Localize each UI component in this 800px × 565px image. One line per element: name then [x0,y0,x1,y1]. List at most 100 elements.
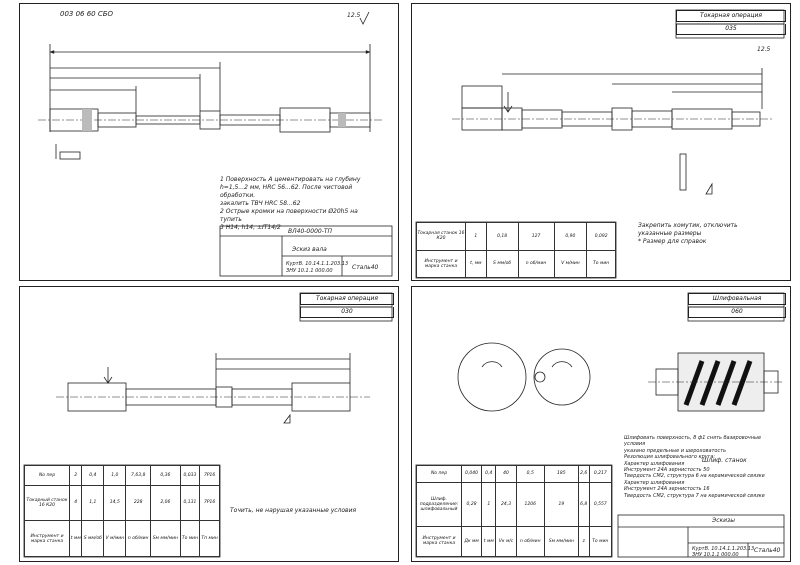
table-cell: То мин [588,525,613,558]
doc-code: КуртВ. 10.14.1.1.203.13 [286,261,349,267]
operation-note: Точить, не нарушая указанные условия [230,507,357,514]
table-cell: t мм [481,525,497,558]
note-line: 1 Поверхность А цементировать на глубину [220,176,361,183]
table-cell: Токарная станок 16 К20 [416,222,466,251]
table-cell: 7Р16 [199,484,220,522]
sheet-shaft-sketch: 003 06 60 СБО 12.5 1 Поверхность А цемен… [19,3,399,281]
table-cell: То мин [586,249,616,278]
table-row: Инструмент и марка станка Дк мм t мм Vк … [416,525,613,558]
material-label: Сталь40 [754,547,781,554]
note-line: указанные размеры [638,230,702,237]
table-row: Инструмент и марка станка t мм S мм/об V… [24,520,220,557]
note-line: закалить ТВЧ HRC 58...62 [220,200,301,207]
operation-number: 060 [688,307,786,318]
note-line: Шлифовать поверхность, 8 ф1 снять базиро… [624,435,762,441]
table-cell: 6,8 [577,481,590,527]
doc-code-2: ЗНУ 10.1.1 000.00 [286,268,333,274]
table-cell: S мм/об [485,249,519,278]
table-cell: Шлиф. подразделение: шлифовальный [416,481,462,527]
table-cell: 7Р16 [199,465,220,486]
table-cell: 1 [465,222,487,251]
material-label: Сталь40 [352,264,379,271]
table-cell: 0,033 [179,465,201,486]
table-cell: Nо пер [24,465,70,486]
table-cell: 14,5 [103,484,127,522]
note-line: * Размер для справок [638,238,707,245]
table-cell: n об/мин [517,249,555,278]
table-row: Инструмент и марка станка t, мм S мм/об … [416,249,616,278]
drawing-title: Эскиз вала [292,246,327,253]
roughness-label: 12.5 [757,46,771,53]
table-cell: 24,3 [495,481,517,527]
table-cell: 0,040 [460,465,483,483]
table-cell: 4 [68,484,83,522]
operation-number: 035 [676,24,786,35]
doc-code-2: ЗНУ 10.1.1 000.00 [692,552,739,558]
table-cell: Vк м/с [495,525,517,558]
table-row: Nо пер 2 0,4 1,0 7,63,8 0,36 0,033 7Р16 [24,465,220,486]
table-cell: 2,6 [577,465,590,483]
table-cell: 185 [543,465,579,483]
table-cell: 1,0 [103,465,127,486]
table-cell: 2 [68,465,83,486]
grinding-parameters-table: Nо пер 0,040 0,4 40 0,5 185 2,6 0,217 Шл… [416,465,613,558]
note-line: 3 H14, h14, ±IT14/2 [220,224,281,231]
table-cell: 0,557 [588,481,613,527]
table-cell: 19 [543,481,579,527]
table-cell: 0,28 [460,481,483,527]
table-cell: Sм мм/мин [543,525,579,558]
table-cell: Nо пер [416,465,462,483]
table-cell: Инструмент и марка станка [24,520,70,557]
table-cell: 0,36 [149,465,181,486]
note-line: условия [624,441,646,448]
operation-number: 030 [300,307,394,318]
note-line: Характер шлифования [624,460,685,467]
table-cell: z [577,525,590,558]
note-line: Резолюция шлифовального круга: [624,454,716,461]
note-line: Инструмент 24А зернистость 50 [624,467,710,474]
note-line: Инструмент 24А зернистость 16 [624,486,710,493]
cutting-parameters-table: Токарная станок 16 К20 1 0,18 127 0,90 0… [416,222,616,278]
note-line: Характер шлифования [624,479,685,486]
table-row: Токарный станок 16 К20 4 1,1 14,5 228 2,… [24,484,220,522]
operation-title: Шлифовальная [688,293,786,305]
table-cell: 1 [481,481,497,527]
doc-code: КуртВ. 10.14.1.1.203.13 [692,546,755,552]
sheet-grinding-op-060: Шлифовальная 060 Шлиф. станок Шлифовать … [411,286,791,562]
table-cell: 7,63,8 [125,465,151,486]
table-cell: Тп мин [199,520,220,557]
table-cell: t мм [68,520,83,557]
table-cell: n об/мин [515,525,545,558]
table-cell: 0,217 [588,465,613,483]
table-cell: 127 [517,222,555,251]
block-code: ВЛ40-0000-ТП [288,228,333,235]
table-row: Шлиф. подразделение: шлифовальный 0,28 1… [416,481,613,527]
machine-label: Шлиф. станок [702,457,747,464]
note-line: h=1,5...2 мм, HRC 56...62. После чистово… [220,184,353,191]
cutting-parameters-table: Nо пер 2 0,4 1,0 7,63,8 0,36 0,033 7Р16 … [24,465,220,557]
table-cell: 228 [125,484,151,522]
table-cell: 1,1 [81,484,105,522]
drawing-title: Эскизы [712,517,735,524]
note-line: обработки. [220,192,256,199]
shaft-drawing-1 [38,11,393,277]
grinding-drawing [415,292,785,558]
table-cell: 0,4 [81,465,105,486]
note-line: Закрепить хомутик, отключить [638,222,738,229]
note-line: указано предельные и шероховатость [624,447,727,454]
table-row: Nо пер 0,040 0,4 40 0,5 185 2,6 0,217 [416,465,613,483]
table-cell: 0,4 [481,465,497,483]
table-cell: 0,092 [586,222,616,251]
sheet-turning-op-035: Токарная операция 035 12.5 Закрепить хом… [411,3,791,281]
table-cell: V м/мин [553,249,588,278]
operation-title: Токарная операция [300,293,394,305]
table-cell: То мин [179,520,201,557]
stamp-label: 003 06 60 СБО [60,10,114,18]
table-cell: 0,18 [485,222,519,251]
table-cell: 0,131 [179,484,201,522]
note-line: Твердость СМ2, структура 7 на керамическ… [624,492,765,499]
sheet-turning-op-030: Токарная операция 030 Точить, не нарушая… [19,286,399,562]
operation-title: Токарная операция [676,10,786,22]
table-cell: V м/мин [103,520,127,557]
table-cell: Инструмент и марка станка [416,249,466,278]
